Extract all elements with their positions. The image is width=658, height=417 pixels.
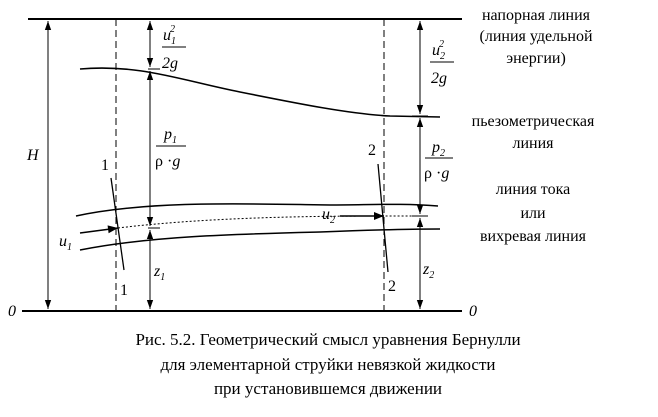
streamline-label: линия тока или вихревая линия bbox=[480, 181, 587, 245]
datum-zero-left: 0 bbox=[8, 303, 16, 320]
velocity-u2-label: u2 bbox=[322, 206, 335, 226]
section-2-top-label: 2 bbox=[368, 142, 376, 159]
svg-text:u22: u22 bbox=[432, 39, 445, 62]
svg-text:p1: p1 bbox=[163, 126, 177, 146]
elevation-2-label: z2 bbox=[422, 261, 434, 281]
svg-text:пьезометрическая: пьезометрическая bbox=[472, 113, 595, 130]
svg-text:ρ·g: ρ·g bbox=[155, 153, 180, 170]
pressure-head-1-fraction: p1 ρ·g bbox=[155, 126, 186, 170]
section-2-bottom-label: 2 bbox=[388, 278, 396, 295]
section-2-mark bbox=[377, 163, 389, 273]
svg-text:ρ·g: ρ·g bbox=[424, 165, 449, 182]
elevation-1-label: z1 bbox=[153, 263, 165, 283]
svg-text:линия тока: линия тока bbox=[496, 181, 570, 198]
svg-text:2g: 2g bbox=[162, 55, 178, 72]
svg-text:p2: p2 bbox=[431, 139, 445, 159]
section-1-mark bbox=[110, 177, 125, 271]
svg-text:для элементарной струйки невяз: для элементарной струйки невязкой жидкос… bbox=[160, 355, 495, 374]
section-1-bottom-label: 1 bbox=[120, 282, 128, 299]
velocity-u1-arrow bbox=[79, 225, 119, 234]
streamtube-bottom bbox=[79, 228, 441, 251]
svg-text:при установившемся движении: при установившемся движении bbox=[214, 379, 442, 398]
pressure-head-2-fraction: p2 ρ·g bbox=[424, 139, 453, 182]
velocity-head-2-fraction: u22 2g bbox=[430, 39, 454, 87]
figure-caption: Рис. 5.2. Геометрический смысл уравнения… bbox=[135, 330, 520, 398]
streamline-dotted bbox=[117, 215, 426, 229]
streamtube-top bbox=[75, 203, 439, 217]
svg-text:напорная линия: напорная линия bbox=[482, 7, 591, 24]
total-head-label: H bbox=[26, 147, 40, 164]
svg-text:линия: линия bbox=[512, 135, 554, 152]
velocity-u1-label: u1 bbox=[59, 233, 72, 253]
piezometric-line bbox=[79, 67, 441, 118]
svg-text:2g: 2g bbox=[431, 70, 447, 87]
svg-text:или: или bbox=[520, 205, 546, 222]
energy-line-label: напорная линия (линия удельной энергии) bbox=[480, 7, 593, 67]
svg-text:u12: u12 bbox=[163, 24, 176, 47]
svg-text:энергии): энергии) bbox=[506, 50, 566, 67]
svg-text:вихревая линия: вихревая линия bbox=[480, 228, 587, 245]
svg-text:(линия удельной: (линия удельной bbox=[480, 28, 593, 45]
piezometric-line-label: пьезометрическая линия bbox=[472, 113, 595, 152]
svg-text:Рис. 5.2. Геометрический смысл: Рис. 5.2. Геометрический смысл уравнения… bbox=[135, 330, 520, 349]
section-1-top-label: 1 bbox=[101, 157, 109, 174]
datum-zero-right: 0 bbox=[469, 303, 477, 320]
velocity-head-1-fraction: u12 2g bbox=[162, 24, 186, 72]
